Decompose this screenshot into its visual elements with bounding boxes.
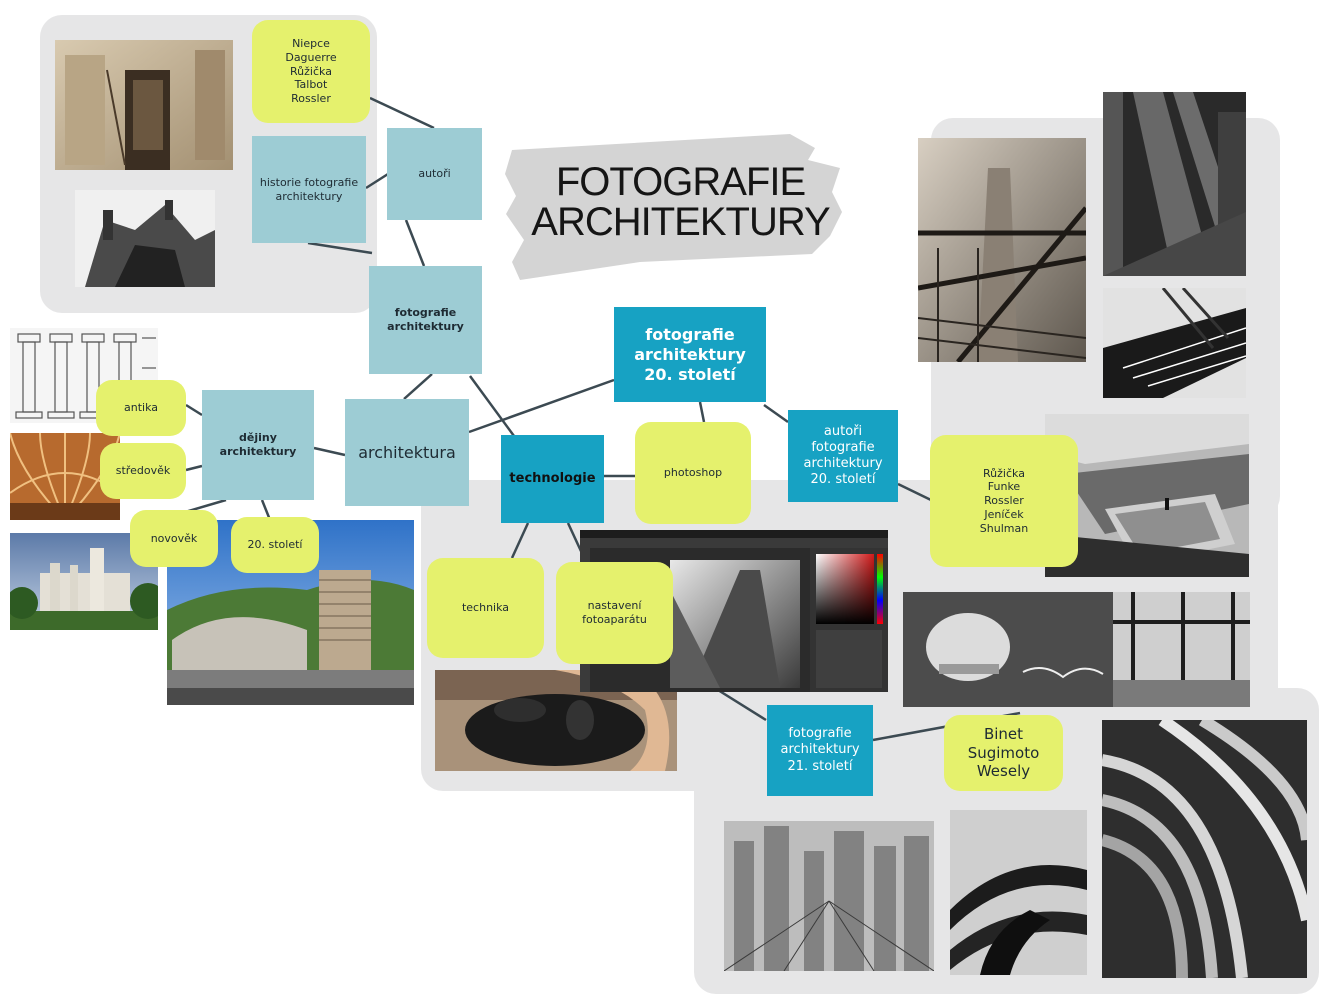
photoshop-screenshot: [580, 530, 888, 692]
early-photo-doorway: [55, 40, 233, 170]
node-21st-authors-names: Binet Sugimoto Wesely: [944, 715, 1063, 791]
node-history-photography: historie fotografie architektury: [252, 136, 366, 243]
broken-wall-seaside-photo: [903, 592, 1250, 707]
city-multi-exposure-photo: [724, 821, 934, 971]
node-20th-authors-names: Růžička Funke Rossler Jeníček Shulman: [930, 435, 1078, 567]
node-architecture-photography: fotografie architektury: [369, 266, 482, 374]
node-early-authors-names: Niepce Daguerre Růžička Talbot Rossler: [252, 20, 370, 123]
node-camera-settings: nastavení fotoaparátu: [556, 562, 673, 664]
title-line-1: FOTOGRAFIE: [555, 160, 806, 204]
page-title: FOTOGRAFIE ARCHITEKTURY: [508, 162, 853, 242]
pool-terrace-photo: [1045, 414, 1249, 577]
node-photography-21st: fotografie architektury 21. století: [767, 705, 873, 796]
staircase-diagonal-photo: [1103, 288, 1246, 398]
curved-balcony-photo: [950, 810, 1087, 975]
node-architecture: architektura: [345, 399, 469, 506]
node-antiquity: antika: [96, 380, 186, 436]
modernist-chimney-photo: [918, 138, 1086, 362]
node-photoshop: photoshop: [635, 422, 751, 524]
node-20th-century: 20. století: [231, 517, 319, 573]
title-line-2: ARCHITEKTURY: [531, 200, 830, 244]
node-modern-age: novověk: [130, 510, 218, 567]
node-technique: technika: [427, 558, 544, 658]
node-architecture-history: dějiny architektury: [202, 390, 314, 500]
node-authors-20th: autoři fotografie architektury 20. stole…: [788, 410, 898, 502]
curved-interior-photo: [1102, 720, 1307, 978]
station-light-beams-photo: [1103, 92, 1246, 276]
node-middle-ages: středověk: [100, 443, 186, 499]
gothic-vault: [10, 433, 120, 520]
node-photography-20th: fotografie architektury 20. století: [614, 307, 766, 402]
node-technology: technologie: [501, 435, 604, 523]
early-photo-rooftop: [75, 190, 215, 287]
node-authors: autoři: [387, 128, 482, 220]
